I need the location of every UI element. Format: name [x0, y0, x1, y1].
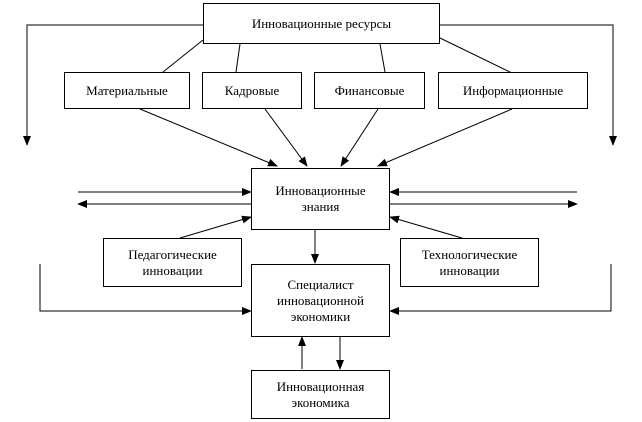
node-material: Материальные: [64, 72, 190, 109]
arrow-pedagogical-knowledge: [179, 215, 252, 239]
node-innovation-resources: Инновационные ресурсы: [203, 3, 440, 44]
node-specialist: Специалист инновационной экономики: [251, 264, 390, 337]
node-financial: Финансовые: [314, 72, 425, 109]
connector-resources-personnel: [235, 43, 241, 73]
connector-resources-material: [162, 39, 204, 73]
connector-resources-financial: [379, 43, 386, 73]
arrow-technological-knowledge: [389, 215, 463, 239]
arrow-outer-right: [440, 24, 617, 146]
arrow-informational-knowledge: [377, 108, 513, 167]
node-personnel: Кадровые: [202, 72, 302, 109]
node-pedagogical-innovations: Педагогические инновации: [103, 238, 242, 287]
node-innovation-economy: Инновационная экономика: [251, 370, 390, 419]
arrow-personnel-knowledge: [264, 108, 308, 167]
arrow-left-into-specialist: [39, 264, 252, 315]
node-innovation-knowledge: Инновационные знания: [251, 168, 390, 230]
connector-resources-informational: [439, 37, 511, 73]
node-technological-innovations: Технологические инновации: [400, 238, 539, 287]
arrow-right-into-specialist: [389, 264, 612, 315]
arrow-material-knowledge: [139, 108, 278, 167]
node-informational: Информационные: [438, 72, 588, 109]
arrow-outer-left: [23, 24, 203, 146]
arrow-financial-knowledge: [340, 108, 379, 167]
